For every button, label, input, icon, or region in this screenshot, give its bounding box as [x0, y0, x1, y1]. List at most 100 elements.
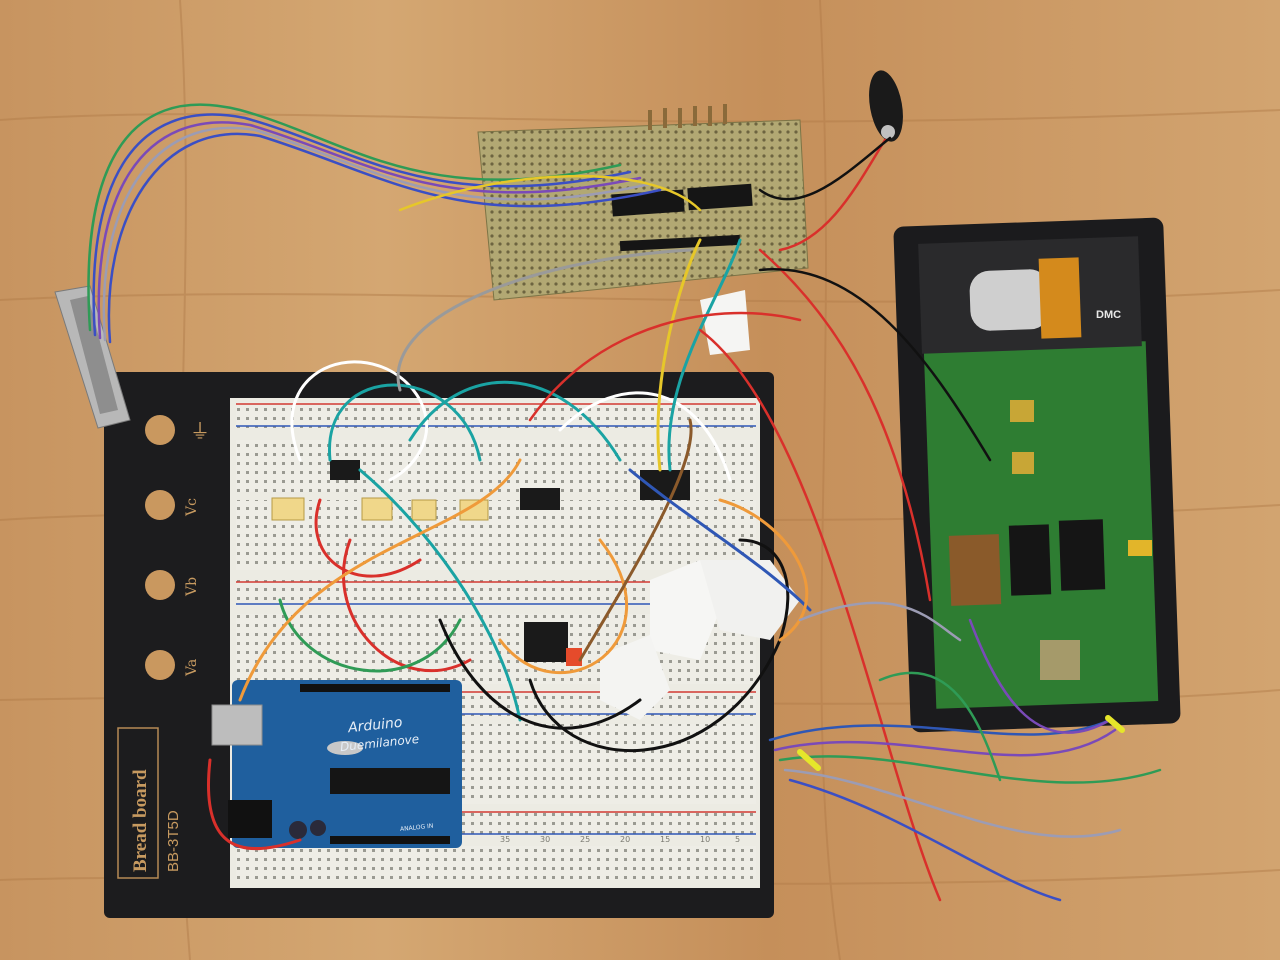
brand-name: Bread board: [130, 769, 151, 872]
paper-tag: [600, 635, 670, 720]
wire: [207, 758, 302, 851]
post-va-label: Va: [184, 659, 200, 677]
col-number: 20: [620, 835, 630, 844]
wire: [628, 468, 812, 612]
wire: [328, 383, 482, 462]
col-number: 25: [580, 835, 590, 844]
capacitor-yellow: [1128, 540, 1152, 556]
post-vc-label: Vc: [184, 498, 200, 517]
wire: [783, 768, 1122, 838]
arduino-pcb: [232, 680, 462, 848]
wire: [87, 103, 622, 332]
post-gnd-hole: [145, 415, 175, 445]
capacitor: [289, 821, 307, 839]
print-roller: [969, 269, 1051, 331]
relay: [361, 497, 393, 521]
post-vb-hole: [145, 570, 175, 600]
gold-contact: [1012, 452, 1034, 474]
wire: [778, 755, 1162, 784]
wire: [278, 598, 462, 673]
wire-bundle: [87, 103, 1162, 902]
wire: [788, 778, 1062, 902]
ic-chip: [330, 460, 360, 480]
binding-posts: ⏚ Vc Vb Va: [145, 415, 210, 680]
wire: [656, 238, 702, 472]
header-pins-bottom: [330, 836, 450, 844]
ic-chip: [524, 622, 568, 662]
brand-model: BB-3T5D: [165, 810, 182, 872]
wire: [773, 728, 1117, 757]
ic-chip: [520, 488, 560, 510]
post-vc-hole: [145, 490, 175, 520]
wire: [558, 391, 732, 482]
wire: [102, 126, 652, 342]
brand-frame: [117, 727, 159, 879]
wire: [314, 498, 422, 578]
arduino-name: Arduino: [346, 715, 403, 737]
flex-cable: [1038, 257, 1082, 339]
col-number: 15: [660, 835, 670, 844]
power-jack: [228, 800, 272, 838]
wire: [238, 458, 522, 702]
col-number: 5: [735, 835, 740, 844]
wire: [408, 380, 622, 462]
wire: [97, 121, 642, 340]
arduino-analog-label: ANALOG IN: [400, 823, 434, 833]
wire: [768, 718, 1112, 742]
wire: [758, 248, 932, 602]
calc-ic: [1008, 524, 1052, 596]
wire: [438, 618, 642, 730]
db25-face: [70, 296, 118, 414]
wire: [758, 136, 892, 201]
col-number: 35: [500, 835, 510, 844]
perfboard-header: [619, 234, 741, 252]
db25-connector: [54, 285, 131, 429]
column-numbers: 35 30 25 20 15 10 5: [500, 835, 740, 844]
resistor-row: [648, 104, 727, 130]
wire: [798, 601, 962, 642]
wire: [528, 311, 802, 422]
relay: [459, 499, 489, 521]
wire: [107, 132, 662, 344]
calculator: DMC: [893, 217, 1181, 733]
wire: [758, 268, 992, 462]
perfboard: [477, 104, 809, 301]
calc-ic: [1058, 519, 1106, 591]
relay: [271, 497, 305, 521]
arduino-board: Arduino Duemilanove ANALOG IN: [211, 680, 462, 848]
cable-ties: [797, 715, 1125, 771]
wire: [878, 671, 1002, 782]
wire: [578, 418, 693, 662]
col-number: 10: [700, 835, 710, 844]
wire: [342, 538, 472, 673]
usb-connector: [211, 704, 263, 746]
wire: [398, 174, 702, 212]
wire: [778, 138, 887, 252]
wire: [92, 113, 632, 337]
col-number: 30: [540, 835, 550, 844]
calc-transformer: [948, 534, 1002, 606]
piezo-buzzer: [869, 70, 903, 142]
post-vb-label: Vb: [184, 577, 200, 597]
perfboard-ic: [687, 183, 753, 211]
wire: [396, 248, 692, 392]
capacitor: [310, 820, 326, 836]
buzzer-body: [869, 70, 903, 142]
wire: [498, 538, 629, 675]
atmega-chip: [330, 768, 450, 794]
paper-tag: [650, 560, 720, 660]
breadboard-brand: Bread board BB-3T5D: [117, 727, 182, 879]
header-pins-top: [300, 684, 450, 692]
wire: [528, 538, 790, 753]
wire: [718, 498, 809, 642]
wire: [358, 468, 522, 722]
wire: [667, 238, 742, 472]
calculator-brand: DMC: [1096, 309, 1121, 321]
crystal: [327, 741, 363, 755]
buzzer-terminal: [881, 125, 895, 139]
wire: [968, 618, 1112, 734]
dip-switch: [1040, 640, 1080, 680]
paper-tag: [700, 290, 750, 355]
gold-contact: [1010, 400, 1034, 422]
